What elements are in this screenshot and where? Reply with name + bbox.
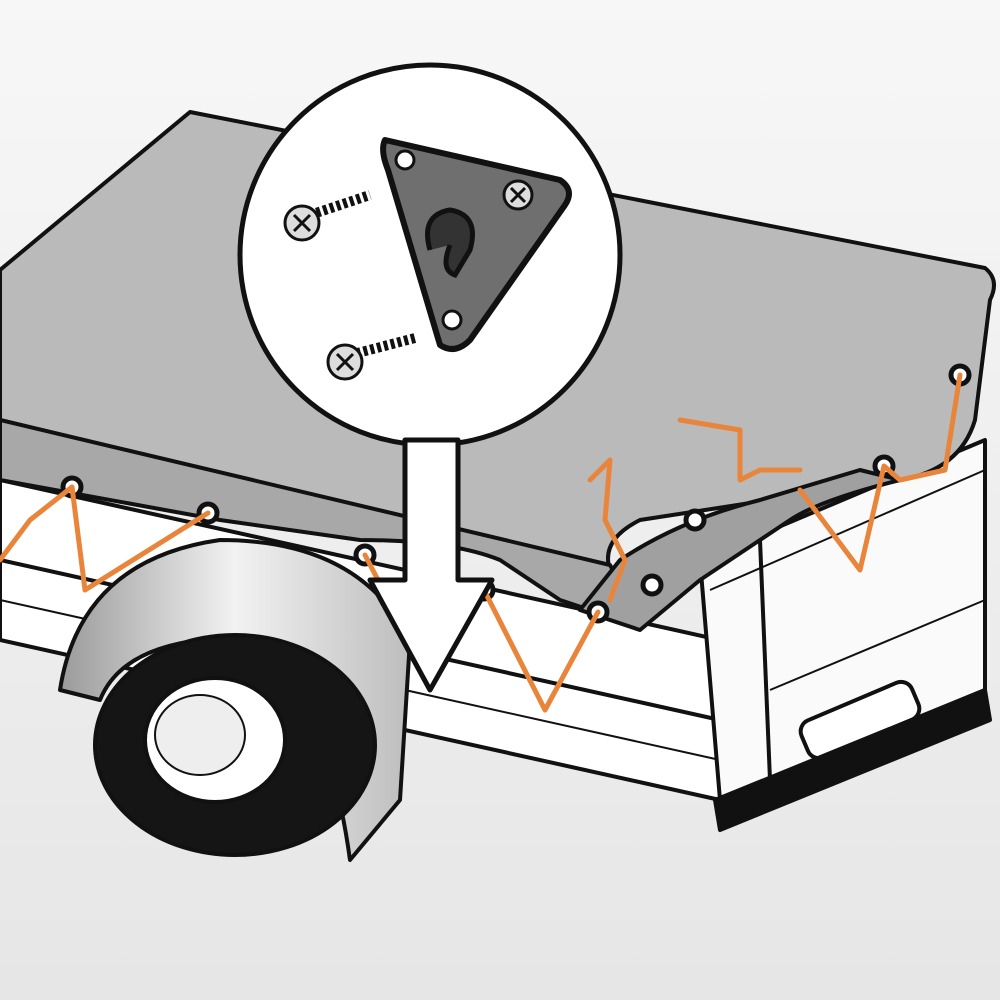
screw-cross (509, 186, 527, 204)
rope (587, 457, 628, 603)
end-post (758, 539, 772, 781)
eyelet (683, 508, 707, 532)
rope (797, 372, 963, 573)
arrow-down-icon (367, 437, 495, 693)
eyelet (640, 573, 664, 597)
end-rail (769, 599, 986, 691)
bumper (713, 688, 992, 832)
end-rail (709, 469, 986, 591)
detail-inset (237, 62, 623, 448)
bracket-hole (394, 149, 416, 171)
wheel-hub-inner (154, 694, 246, 776)
screw-icon (283, 190, 372, 242)
hook (425, 207, 475, 279)
rope (0, 484, 211, 593)
rope (677, 417, 803, 483)
bracket-hole (441, 309, 463, 331)
screw-icon (326, 333, 417, 381)
